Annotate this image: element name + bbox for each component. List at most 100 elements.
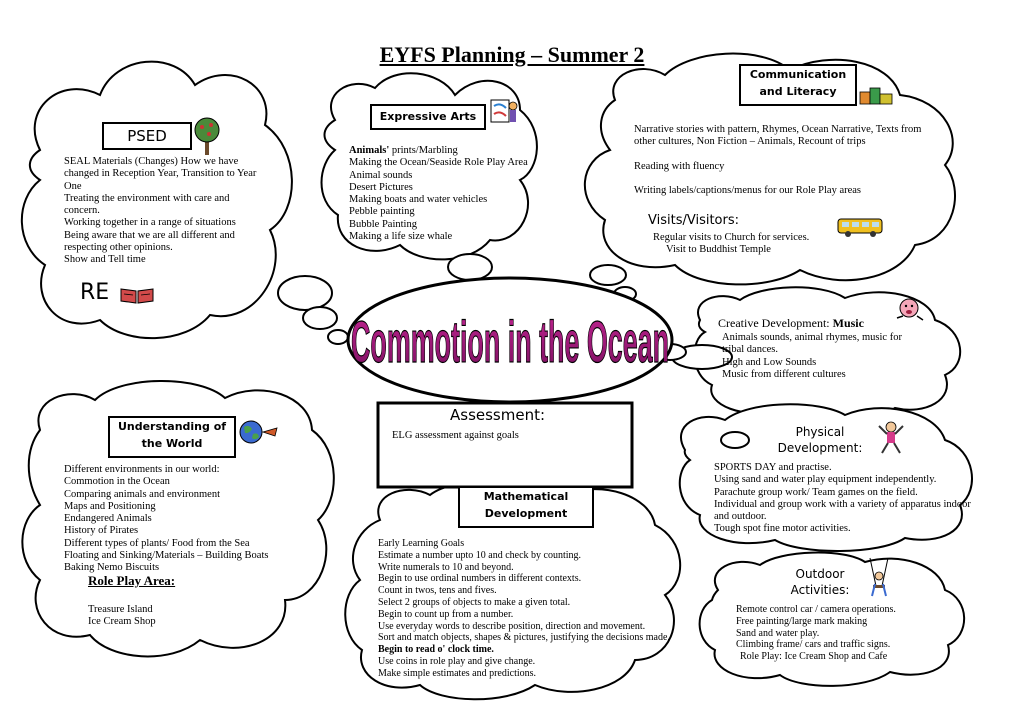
globe-icon — [239, 420, 278, 444]
communication-list: Narrative stories with pattern, Rhymes, … — [634, 124, 921, 197]
outdoor-heading: Outdoor Activities: — [772, 566, 868, 598]
heading-line: and Literacy — [759, 85, 837, 98]
physical-cloud — [678, 403, 973, 552]
singer-icon — [896, 298, 924, 321]
list-item: Making boats and water vehicles — [349, 194, 488, 206]
jumping-child-icon — [878, 421, 904, 454]
outdoor-cloud — [698, 551, 966, 687]
understanding-cloud — [21, 380, 335, 658]
list-item: Parachute group work/ Team games on the … — [714, 486, 918, 498]
tree-icon — [194, 117, 220, 155]
list-item: Treating the environment with care and — [64, 192, 230, 204]
outdoor-list: Remote control car / camera operations. … — [736, 604, 896, 663]
list-item: Climbing frame/ cars and traffic signs. — [736, 639, 891, 651]
list-item: Tough spot fine motor activities. — [714, 523, 851, 535]
heading-line: Communication — [749, 68, 847, 81]
psed-heading: PSED — [102, 122, 192, 150]
list-item: One — [64, 180, 82, 192]
list-item: Music from different cultures — [722, 368, 846, 380]
list-item: Regular visits to Church for services. — [653, 232, 810, 243]
assessment-heading: Assessment: — [450, 406, 546, 424]
list-item: Working together in a range of situation… — [64, 217, 236, 229]
maths-list: Early Learning Goals Estimate a number u… — [378, 538, 670, 680]
heading-line: Outdoor — [795, 567, 845, 581]
assessment-text: ELG assessment against goals — [392, 430, 519, 441]
creative-list: Animals sounds, animal rhymes, music for… — [722, 332, 902, 381]
list-item: Reading with fluency — [634, 160, 725, 172]
list-item: Make simple estimates and predictions. — [378, 667, 537, 679]
physical-list: SPORTS DAY and practise. Using sand and … — [714, 462, 971, 536]
list-item: Individual and group work with a variety… — [714, 498, 971, 510]
paint-artist-icon — [490, 99, 518, 123]
list-item: Making the Ocean/Seaside Role Play Area — [349, 157, 528, 169]
understanding-heading: Understanding of the World — [108, 416, 236, 458]
list-item: and outdoor. — [714, 511, 767, 523]
expressive-arts-list: Animals' prints/Marbling Making the Ocea… — [349, 145, 528, 243]
list-item: respecting other opinions. — [64, 242, 173, 254]
list-item: Comparing animals and environment — [64, 488, 221, 500]
list-item: Writing labels/captions/menus for our Ro… — [634, 184, 862, 196]
centerpiece-title: Commotion in the Ocean — [351, 310, 669, 375]
list-item-rest: prints/Marbling — [389, 145, 458, 156]
list-item: Bubble Painting — [349, 218, 417, 230]
list-item: Role Play: Ice Cream Shop and Cafe — [740, 651, 888, 663]
list-item: Begin to read o' clock time. — [378, 644, 494, 656]
list-item: Begin to use ordinal numbers in differen… — [378, 573, 582, 585]
list-item-bold: Animals' — [349, 145, 390, 156]
heading-line: the World — [141, 437, 203, 450]
list-item: Floating and Sinking/Materials – Buildin… — [64, 550, 269, 562]
list-item: Free painting/large mark making — [736, 615, 868, 627]
list-item: Different environments in our world: — [64, 464, 220, 475]
centerpiece-title-graphic: Commotion in the Ocean — [350, 309, 669, 375]
bus-icon — [837, 218, 883, 237]
creative-cloud — [693, 286, 962, 422]
list-item: Using sand and water play equipment inde… — [714, 474, 937, 486]
list-item: Early Learning Goals — [378, 538, 465, 549]
communication-heading: Communication and Literacy — [739, 64, 857, 106]
list-item: History of Pirates — [64, 525, 139, 537]
list-item: High and Low Sounds — [722, 356, 817, 368]
list-item: Count in twos, tens and fives. — [378, 585, 497, 597]
heading-line: Physical — [795, 425, 845, 439]
list-item: Treasure Island — [88, 604, 153, 615]
visits-list: Regular visits to Church for services. V… — [653, 232, 809, 257]
list-item: Narrative stories with pattern, Rhymes, … — [634, 124, 922, 135]
heading-line: Mathematical — [483, 490, 569, 503]
list-item: Animals sounds, animal rhymes, music for — [722, 332, 902, 343]
heading-line: Activities: — [790, 583, 850, 597]
list-item: Ice Cream Shop — [88, 616, 156, 628]
page-title: EYFS Planning – Summer 2 — [379, 42, 645, 67]
creative-heading-bold: Music — [832, 316, 864, 330]
list-item: other cultures, Non Fiction – Animals, R… — [634, 136, 866, 148]
list-item: Select 2 groups of objects to make a giv… — [378, 596, 571, 608]
role-play-heading: Role Play Area: — [88, 573, 176, 588]
creative-heading: Creative Development: Music — [718, 316, 864, 331]
heading-line: Development — [484, 507, 568, 520]
heading-line: Development: — [777, 441, 863, 455]
understanding-list: Different environments in our world: Com… — [64, 464, 268, 575]
visits-heading: Visits/Visitors: — [648, 213, 740, 228]
list-item: Commotion in the Ocean — [64, 476, 170, 488]
list-item: SPORTS DAY and practise. — [714, 462, 832, 473]
list-item: Being aware that we are all different an… — [64, 229, 235, 241]
list-item: Use coins in role play and give change. — [378, 655, 536, 667]
list-item: Desert Pictures — [349, 181, 413, 193]
list-item: concern. — [64, 205, 100, 217]
list-item: Baking Nemo Biscuits — [64, 562, 160, 574]
list-item: Animals' prints/Marbling — [349, 145, 528, 157]
role-play-list: Treasure Island Ice Cream Shop — [88, 604, 156, 629]
list-item: Endangered Animals — [64, 513, 152, 525]
list-item: Begin to count up from a number. — [378, 608, 514, 620]
list-item: Sand and water play. — [736, 627, 820, 639]
list-item: Maps and Positioning — [64, 500, 156, 512]
assessment-box — [376, 401, 634, 489]
list-item: Animal sounds — [349, 169, 413, 181]
physical-heading: Physical Development: — [770, 424, 870, 456]
psed-cloud — [20, 60, 293, 340]
list-item: Show and Tell time — [64, 254, 146, 266]
psed-list: SEAL Materials (Changes) How we have cha… — [64, 156, 256, 267]
list-item: Making a life size whale — [349, 231, 453, 243]
list-item: Use everyday words to describe position,… — [378, 620, 646, 632]
list-item: Visit to Buddhist Temple — [666, 244, 771, 256]
heading-line: Understanding of — [117, 420, 227, 433]
